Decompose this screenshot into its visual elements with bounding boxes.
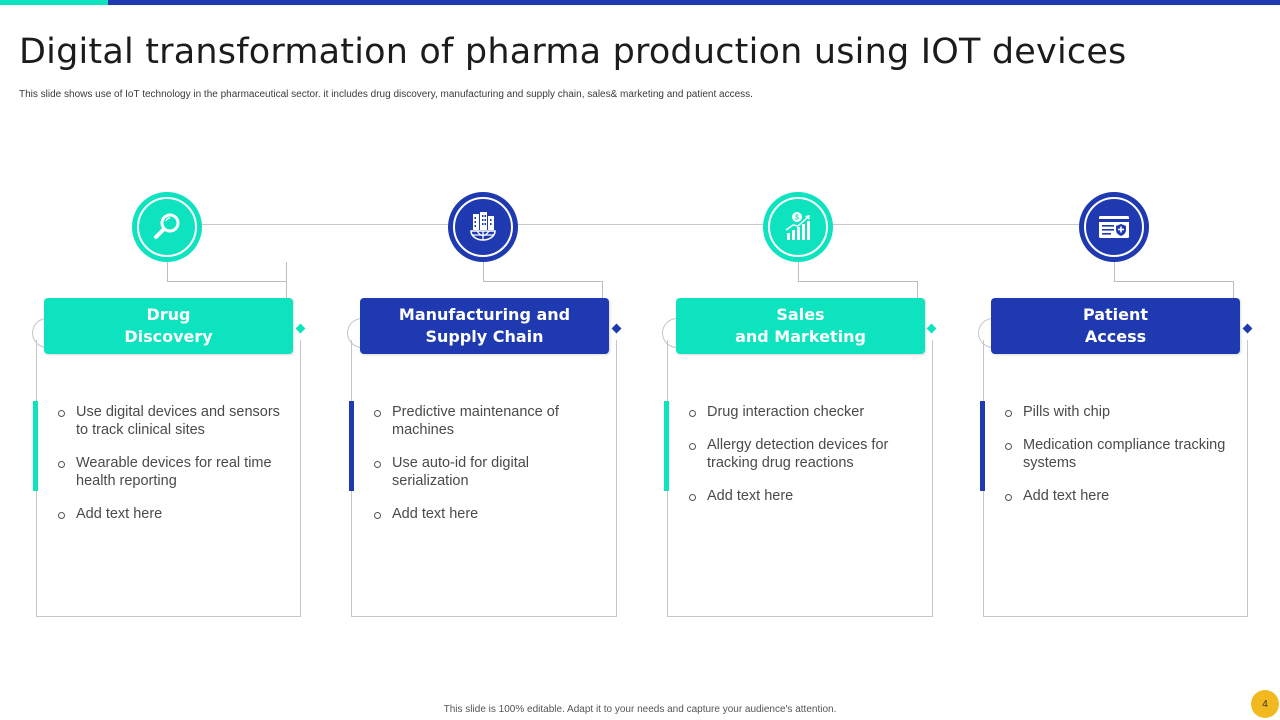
diamond-marker [926,323,937,334]
list-item: Add text here [374,505,599,523]
list-item: Wearable devices for real time health re… [58,454,283,490]
list-item: Add text here [689,487,914,505]
list-item: Medication compliance tracking systems [1005,436,1230,472]
magnifier-icon [154,213,180,239]
diamond-marker [295,323,306,334]
bullet-list: Drug interaction checker Allergy detecti… [689,403,914,520]
bullet-list: Use digital devices and sensors to track… [58,403,283,538]
list-item: Allergy detection devices for tracking d… [689,436,914,472]
medical-card-icon [1099,216,1129,238]
list-item: Add text here [58,505,283,523]
slide-title: Digital transformation of pharma product… [19,32,1127,72]
timeline-connector [167,224,1115,225]
sales-chart-icon-badge: $ [763,192,833,262]
accent-bar [980,401,985,491]
list-item: Pills with chip [1005,403,1230,421]
list-item: Use digital devices and sensors to track… [58,403,283,439]
list-item: Add text here [1005,487,1230,505]
list-item: Drug interaction checker [689,403,914,421]
list-item: Predictive maintenance of machines [374,403,599,439]
slide-subtitle: This slide shows use of IoT technology i… [19,89,753,100]
slide-footer: This slide is 100% editable. Adapt it to… [443,704,837,715]
list-item: Use auto-id for digital serialization [374,454,599,490]
sales-chart-icon: $ [785,212,810,240]
accent-bar [33,401,38,491]
page-number-badge: 4 [1251,690,1279,718]
medical-card-icon-badge [1079,192,1149,262]
factory-globe-icon-badge [448,192,518,262]
accent-bar [349,401,354,491]
bullet-list: Predictive maintenance of machines Use a… [374,403,599,538]
top-accent-bar [0,0,1280,5]
diamond-marker [1242,323,1253,334]
magnifier-icon-badge [132,192,202,262]
svg-text:$: $ [795,215,799,222]
bullet-list: Pills with chip Medication compliance tr… [1005,403,1230,520]
diamond-marker [611,323,622,334]
factory-globe-icon [470,212,496,241]
accent-bar [664,401,669,491]
